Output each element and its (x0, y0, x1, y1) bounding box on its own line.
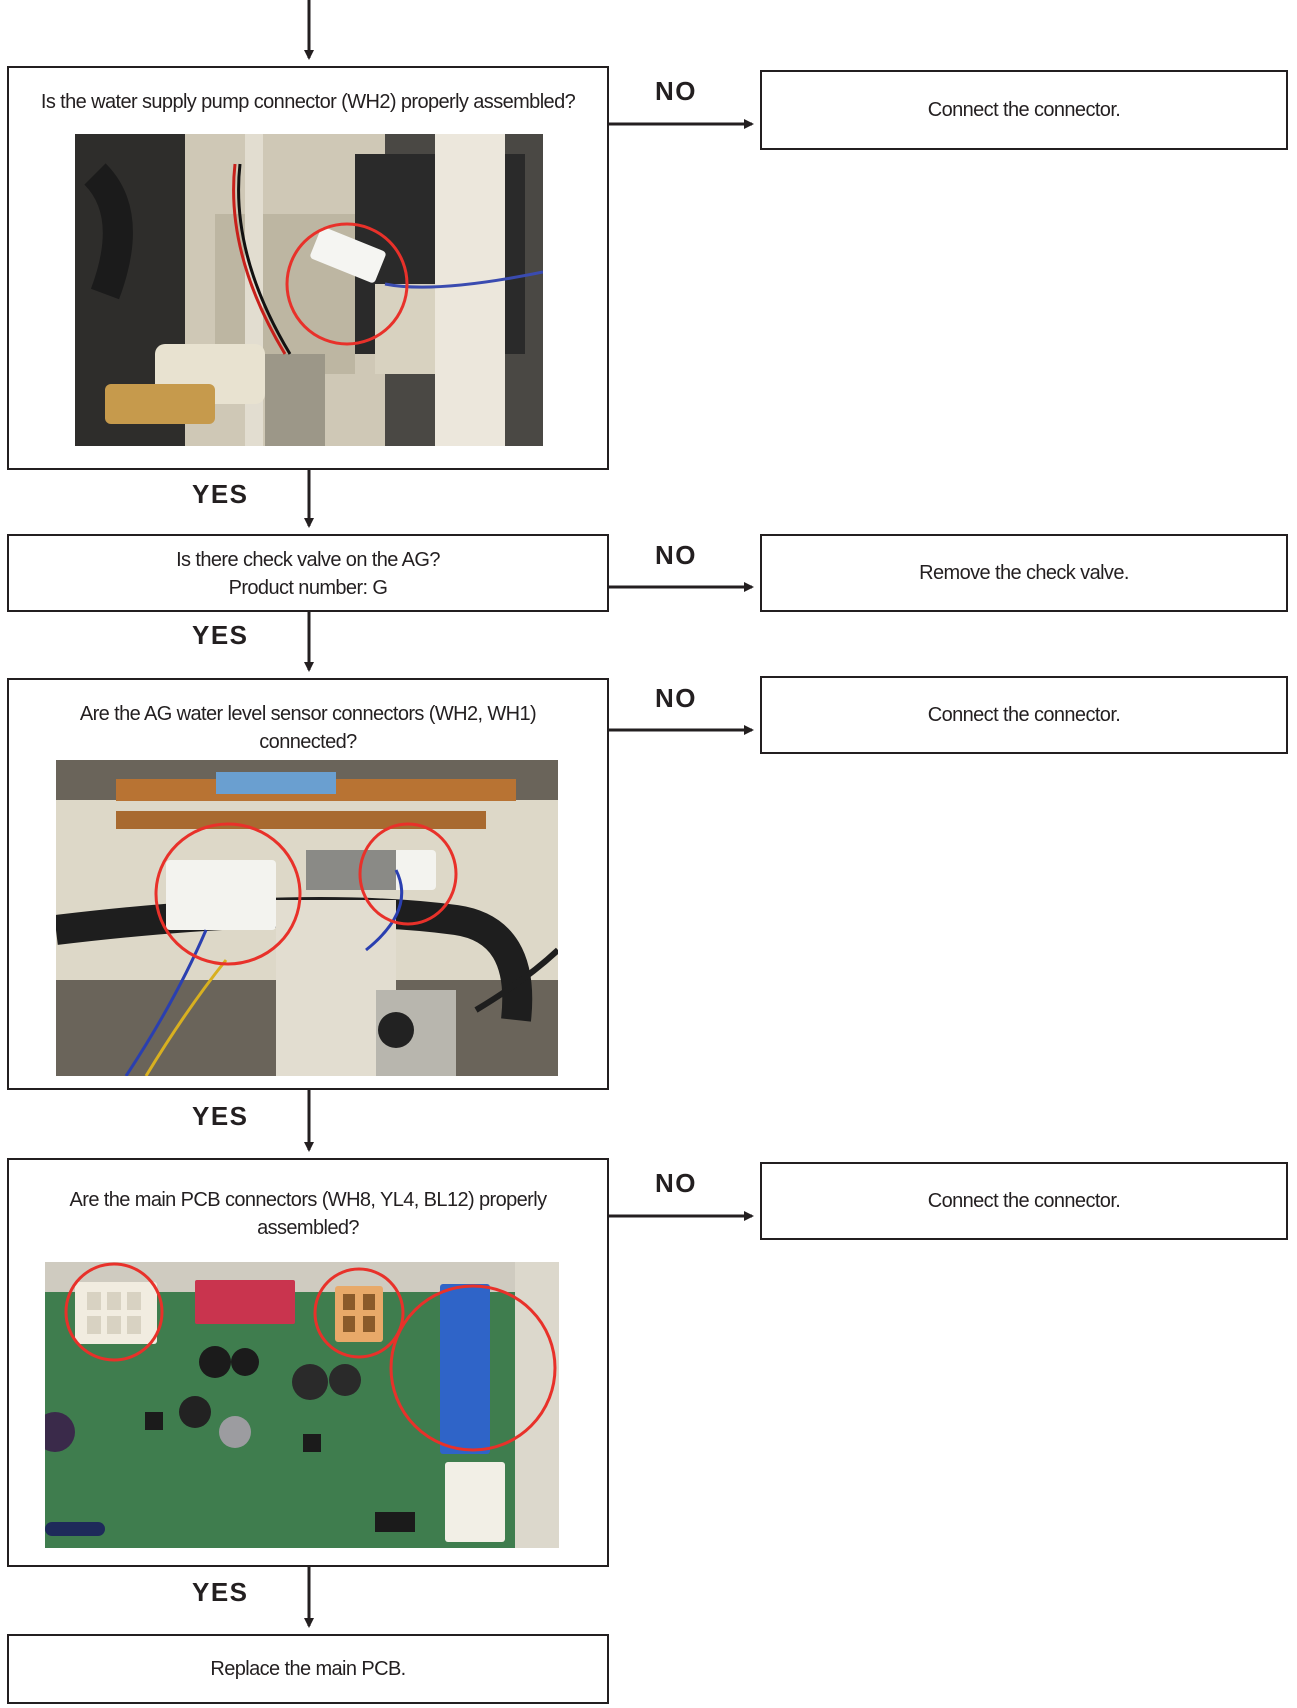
no-label-2: NO (655, 540, 697, 571)
action-box-3: Connect the connector. (760, 676, 1288, 754)
yes-label-1: YES (192, 479, 249, 510)
decision-box-3: Are the AG water level sensor connectors… (7, 678, 609, 1090)
action-box-4: Connect the connector. (760, 1162, 1288, 1240)
no-label-3: NO (655, 683, 697, 714)
action-text-4: Connect the connector. (762, 1164, 1286, 1238)
decision-question-2-line2: Product number: G (9, 574, 607, 602)
action-box-1: Connect the connector. (760, 70, 1288, 150)
no-label-1: NO (655, 76, 697, 107)
no-label-4: NO (655, 1168, 697, 1199)
yes-label-3: YES (192, 1101, 249, 1132)
decision-question-3-line2: connected? (9, 728, 607, 756)
decision-box-4: Are the main PCB connectors (WH8, YL4, B… (7, 1158, 609, 1567)
yes-label-2: YES (192, 620, 249, 651)
yes-label-4: YES (192, 1577, 249, 1608)
decision-question-3-line1: Are the AG water level sensor connectors… (9, 700, 607, 728)
water-supply-pump-connector-photo (75, 134, 543, 446)
action-box-2: Remove the check valve. (760, 534, 1288, 612)
decision-question-1: Is the water supply pump connector (WH2)… (9, 88, 607, 116)
ag-water-level-sensor-connectors-photo (56, 760, 558, 1076)
final-action-box: Replace the main PCB. (7, 1634, 609, 1704)
action-text-2: Remove the check valve. (762, 536, 1286, 610)
main-pcb-connectors-photo (45, 1262, 559, 1548)
action-text-1: Connect the connector. (762, 72, 1286, 148)
decision-box-2: Is there check valve on the AG? Product … (7, 534, 609, 612)
decision-box-1: Is the water supply pump connector (WH2)… (7, 66, 609, 470)
decision-question-2-line1: Is there check valve on the AG? (9, 546, 607, 574)
action-text-3: Connect the connector. (762, 678, 1286, 752)
decision-question-4-line2: assembled? (9, 1214, 607, 1242)
final-action-text: Replace the main PCB. (9, 1636, 607, 1702)
decision-question-4-line1: Are the main PCB connectors (WH8, YL4, B… (9, 1186, 607, 1214)
